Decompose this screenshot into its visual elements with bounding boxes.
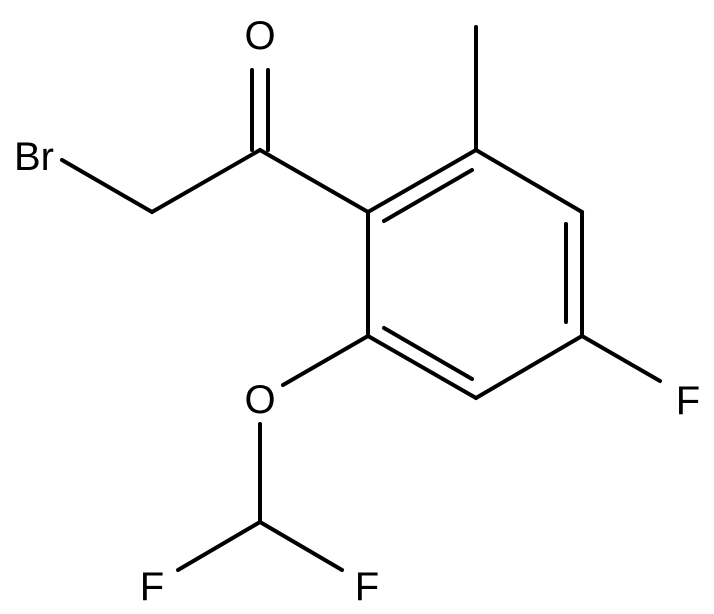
ring-bond-c5-c6 bbox=[474, 148, 584, 214]
atom-bromine: Br bbox=[14, 135, 54, 179]
carbonyl-ch2-bond bbox=[150, 148, 262, 214]
ch2-br-bond bbox=[60, 158, 154, 214]
atom-ether-oxygen: O bbox=[244, 378, 275, 422]
ring-inner-c1-c6 bbox=[382, 168, 474, 223]
ring-inner-c2-c3 bbox=[382, 326, 474, 381]
ring-bond-c6-c1 bbox=[366, 148, 478, 214]
c1-carbonyl-bond bbox=[258, 148, 370, 214]
atom-ring-fluorine: F bbox=[676, 379, 700, 423]
c4-f-bond bbox=[580, 334, 662, 383]
atom-labels: O Br O F F F bbox=[14, 14, 700, 609]
atom-carbonyl-oxygen: O bbox=[244, 14, 275, 58]
chf2-f-left-bond bbox=[176, 520, 262, 572]
atom-fluorine-right: F bbox=[355, 565, 379, 609]
bonds bbox=[60, 25, 662, 572]
atom-fluorine-left: F bbox=[140, 565, 164, 609]
ring-bond-c2-c3 bbox=[366, 334, 478, 400]
chf2-f-right-bond bbox=[258, 520, 344, 572]
c2-o-bond bbox=[281, 334, 370, 387]
ring-bond-c3-c4 bbox=[474, 334, 584, 400]
